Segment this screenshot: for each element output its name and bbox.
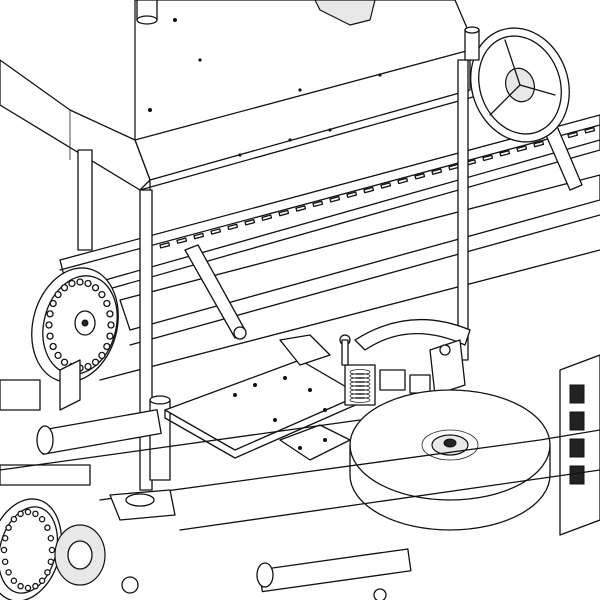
- right-control-panel: [559, 354, 600, 536]
- left-sprocket-wheel: [31, 267, 119, 411]
- mounting-plate: [164, 359, 361, 461]
- tape-roll: [349, 389, 551, 531]
- gear-mechanism: [279, 334, 431, 406]
- upper-housing-panel: [0, 0, 491, 193]
- curved-guide-arm: [354, 318, 471, 396]
- lower-sprocket-wheel: [0, 498, 106, 600]
- handwheel: [464, 26, 570, 143]
- base-frame: [0, 419, 600, 600]
- lower-shafts: [0, 379, 412, 593]
- top-fitting: [136, 0, 376, 26]
